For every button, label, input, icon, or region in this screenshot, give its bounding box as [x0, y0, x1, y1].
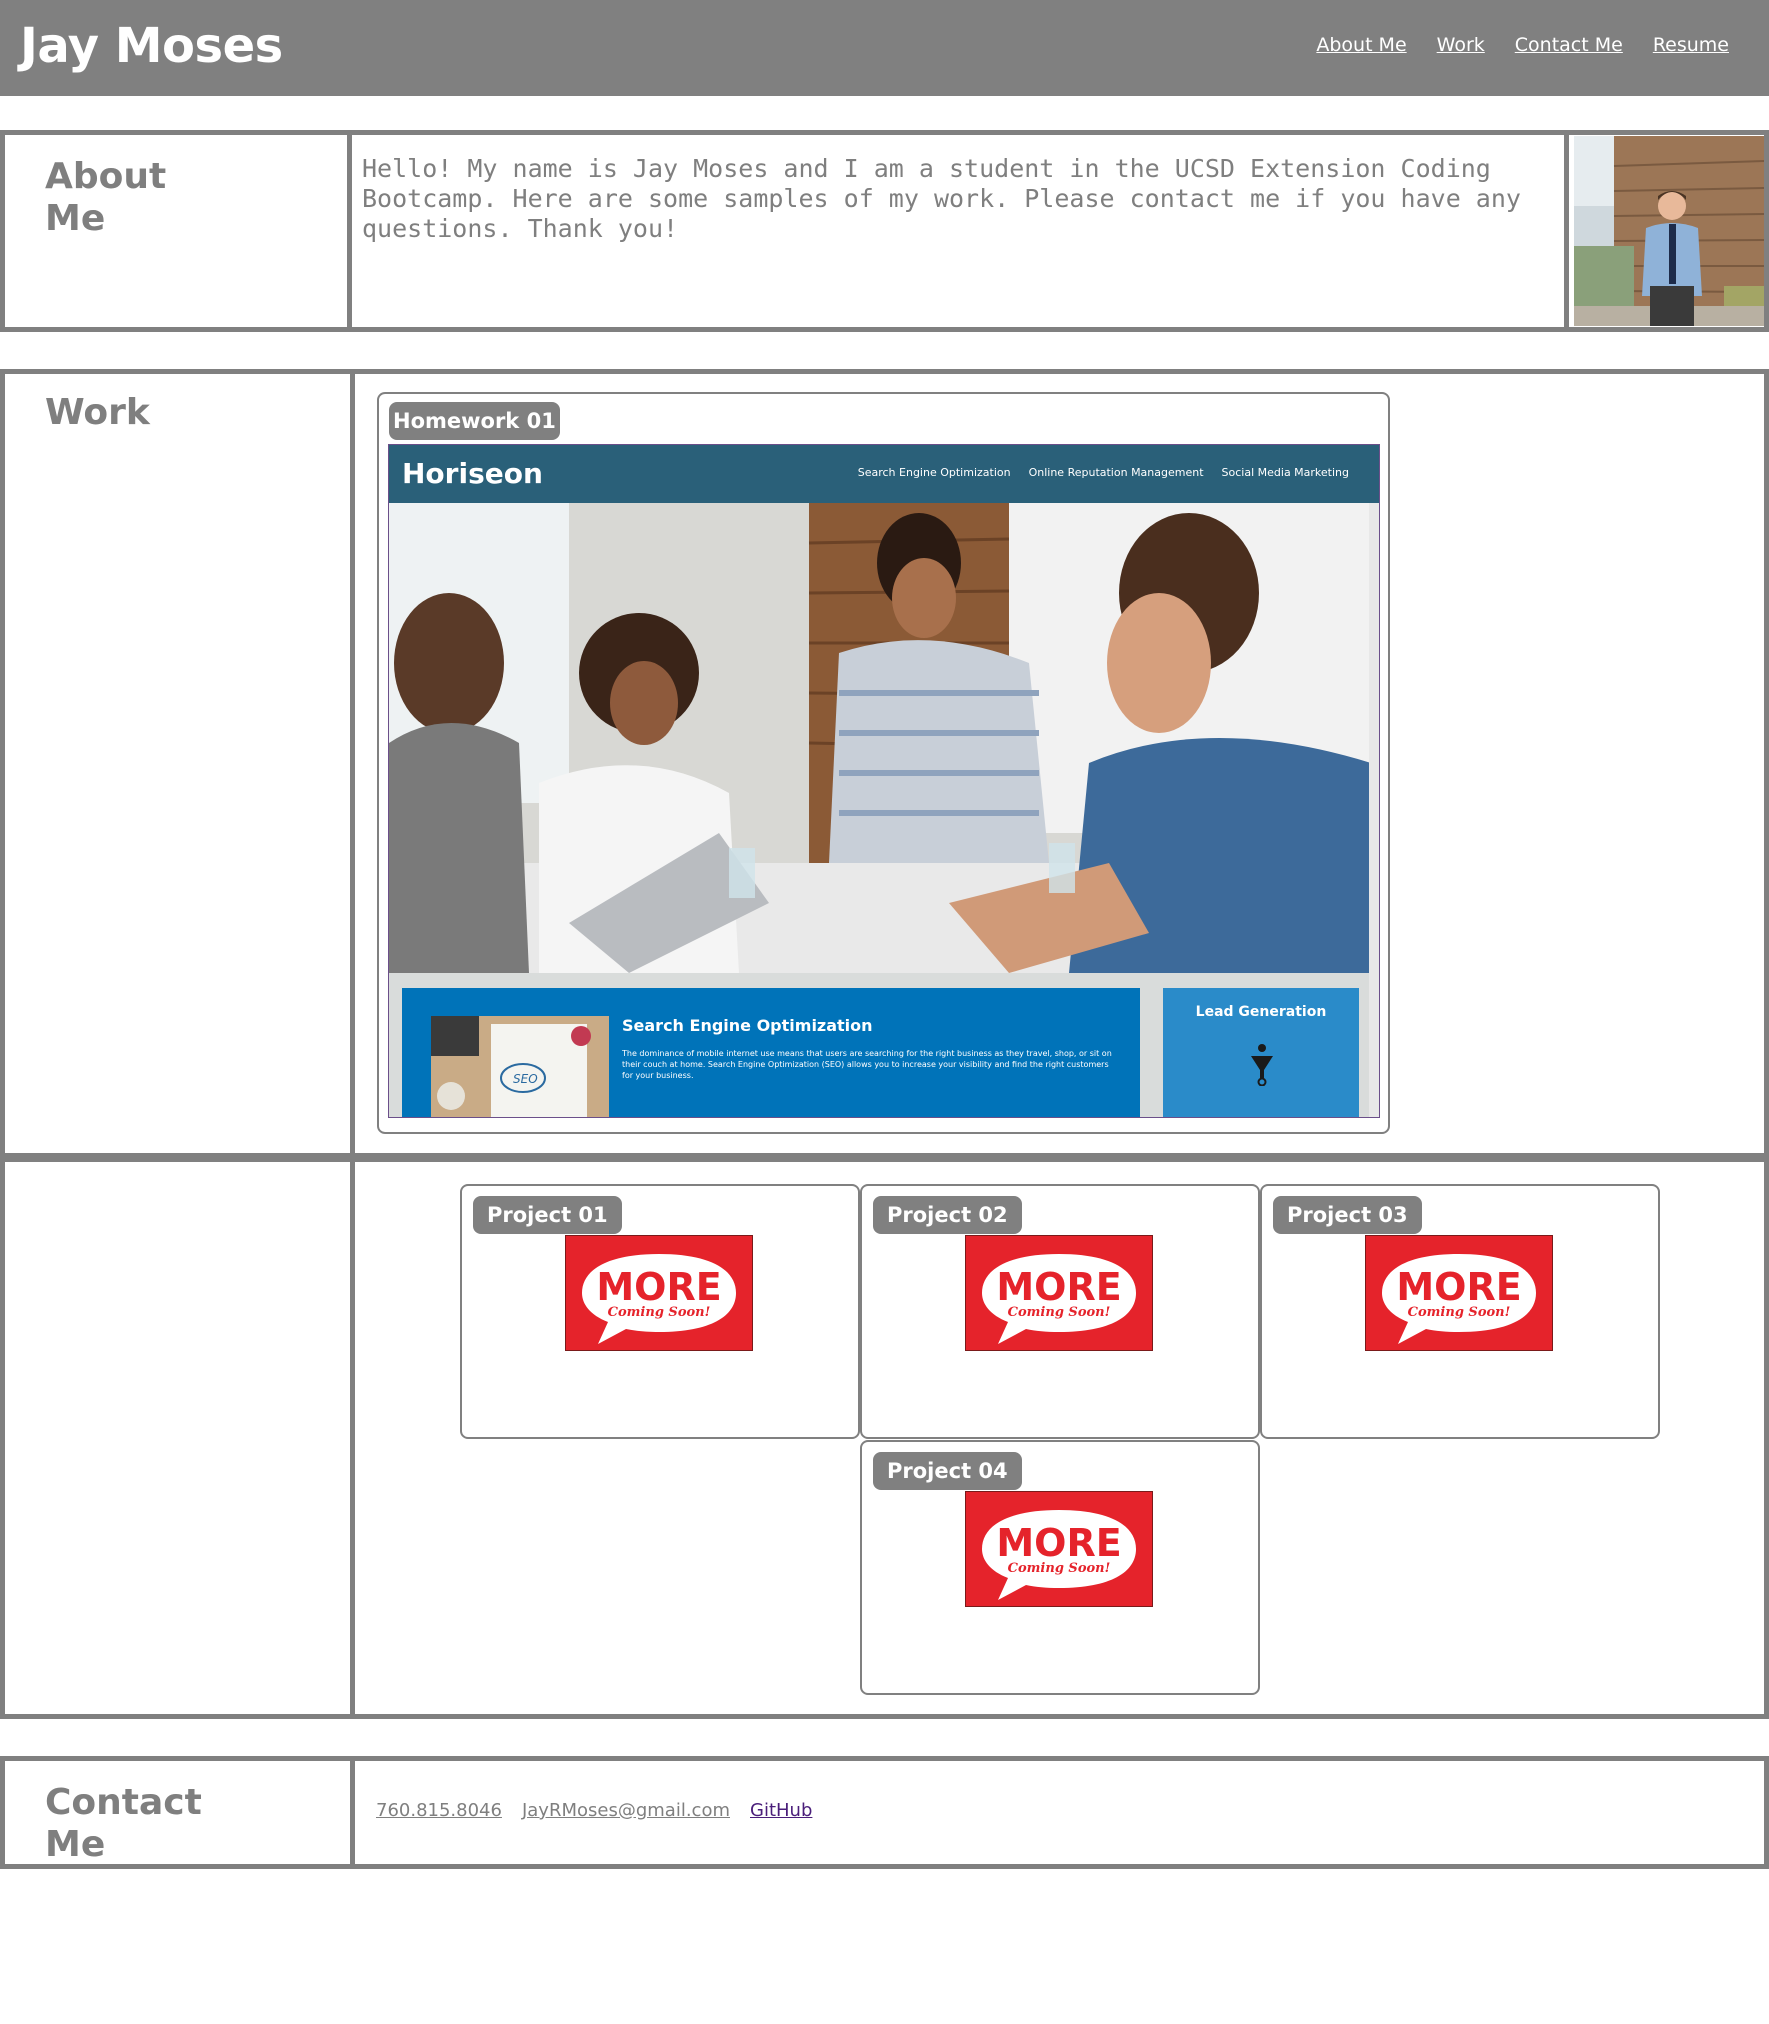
contact-divider-left	[350, 1756, 355, 1869]
work-divider-left	[350, 369, 355, 1719]
nav-link-contact-me[interactable]: Contact Me	[1514, 34, 1623, 56]
seo-thumb-label: SEO	[513, 1072, 538, 1086]
project-tab-03: Project 03	[1273, 1196, 1422, 1234]
svg-text:MORE: MORE	[1396, 1265, 1521, 1309]
about-heading: About Me	[45, 156, 167, 239]
about-section	[0, 130, 1769, 332]
nav-link-work[interactable]: Work	[1436, 34, 1485, 56]
more-coming-soon-badge-01: MORE Coming Soon!	[565, 1235, 753, 1351]
work-heading: Work	[45, 392, 150, 433]
horiseon-hero-image	[389, 503, 1371, 973]
project-tab-04: Project 04	[873, 1452, 1022, 1490]
more-coming-soon-badge-03: MORE Coming Soon!	[1365, 1235, 1553, 1351]
site-header: Jay Moses About Me Work Contact Me Resum…	[0, 0, 1769, 96]
svg-text:Coming Soon!: Coming Soon!	[608, 1305, 711, 1320]
work-row-divider	[0, 1153, 1769, 1162]
more-coming-soon-badge-02: MORE Coming Soon!	[965, 1235, 1153, 1351]
contact-links: 760.815.8046 JayRMoses@gmail.com GitHub	[368, 1800, 812, 1821]
about-divider-left	[347, 130, 352, 332]
project-tab-01: Project 01	[473, 1196, 622, 1234]
main-nav: About Me Work Contact Me Resume	[1316, 34, 1729, 56]
phone-link[interactable]: 760.815.8046	[376, 1800, 502, 1821]
about-divider-right	[1564, 130, 1569, 332]
nav-link-about-me[interactable]: About Me	[1316, 34, 1407, 56]
svg-text:Coming Soon!: Coming Soon!	[1408, 1305, 1511, 1320]
about-text: Hello! My name is Jay Moses and I am a s…	[362, 154, 1521, 243]
svg-text:Coming Soon!: Coming Soon!	[1008, 1305, 1111, 1320]
svg-text:Coming Soon!: Coming Soon!	[1008, 1561, 1111, 1576]
seo-thumbnail: SEO	[431, 1016, 609, 1117]
horiseon-nav-links: Search Engine Optimization Online Reputa…	[858, 466, 1349, 479]
funnel-icon	[1251, 1044, 1273, 1086]
profile-photo	[1574, 136, 1764, 326]
horiseon-link-smm: Social Media Marketing	[1221, 466, 1349, 479]
site-title: Jay Moses	[20, 18, 283, 74]
svg-text:MORE: MORE	[996, 1265, 1121, 1309]
horiseon-screenshot[interactable]: Horiseon Search Engine Optimization Onli…	[388, 444, 1380, 1118]
horiseon-logo: Horiseon	[402, 457, 543, 490]
svg-text:MORE: MORE	[996, 1521, 1121, 1565]
email-link[interactable]: JayRMoses@gmail.com	[521, 1800, 730, 1821]
horiseon-lead-card: Lead Generation	[1163, 988, 1359, 1117]
contact-heading: Contact Me	[45, 1782, 202, 1865]
horiseon-scrollbar	[1369, 503, 1379, 1117]
horiseon-link-seo: Search Engine Optimization	[857, 466, 1011, 479]
horiseon-lead-title: Lead Generation	[1195, 1004, 1327, 1020]
horiseon-seo-card: SEO Search Engine Optimization The domin…	[402, 988, 1140, 1117]
github-link[interactable]: GitHub	[750, 1800, 813, 1821]
contact-section	[0, 1756, 1769, 1869]
horiseon-seo-title: Search Engine Optimization	[622, 1016, 873, 1035]
more-coming-soon-badge-04: MORE Coming Soon!	[965, 1491, 1153, 1607]
svg-text:MORE: MORE	[596, 1265, 721, 1309]
horiseon-nav-bar: Horiseon Search Engine Optimization Onli…	[389, 445, 1379, 503]
nav-link-resume[interactable]: Resume	[1652, 34, 1729, 56]
horiseon-link-orm: Online Reputation Management	[1028, 466, 1204, 479]
project-tab-02: Project 02	[873, 1196, 1022, 1234]
featured-work-tab: Homework 01	[389, 402, 560, 440]
horiseon-seo-text: The dominance of mobile internet use mea…	[622, 1049, 1112, 1080]
